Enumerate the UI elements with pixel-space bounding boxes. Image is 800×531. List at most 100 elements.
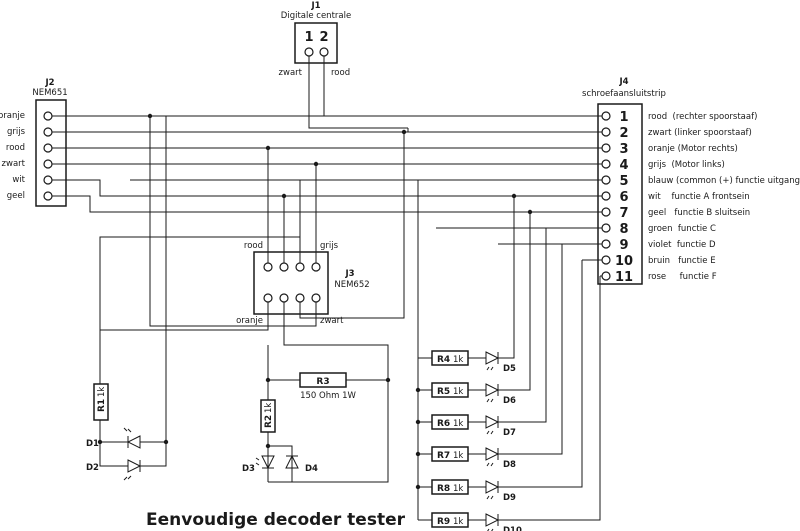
j1-ref: J1 [310,1,320,11]
j4-pin-terminal [601,207,611,217]
j1-pin-2: 2 [319,30,328,45]
d2-light-rays [123,475,132,481]
j4-pin-label: geel functie B sluitsein [648,208,750,218]
led-light-rays [486,430,494,435]
r1-value: 1k [97,387,107,397]
schematic-title: Eenvoudige decoder tester [146,510,406,530]
j2-terminals [43,111,53,201]
j3-pin [311,262,321,272]
led-resistor-value: 1k [453,355,463,365]
j1-name: Digitale centrale [281,11,351,21]
wire-d7 [436,227,547,423]
j2-pin-rood: rood [6,143,25,153]
j4-pin-label: wit functie A frontsein [648,192,750,202]
led-resistor-ref: R9 [437,517,450,527]
j4-name: schroefaansluitstrip [582,89,666,99]
j2-pin-grijs: grijs [7,127,26,137]
j4-pin-label: zwart (linker spoorstaaf) [648,128,752,138]
wire-d1-d2-right [150,441,167,467]
j4-pin-number: 11 [615,270,633,285]
led-light-rays [486,366,494,371]
led-light-rays [486,462,494,467]
j1-connector: J1 Digitale centrale 1 2 zwart rood [279,1,352,78]
d1-light-rays [123,427,132,433]
j4-pin-label: rose functie F [648,272,717,282]
led-resistor-ref: R5 [437,387,450,397]
led-resistor-value: 1k [453,451,463,461]
j1-label-rood: rood [331,68,350,78]
wire-d9 [510,260,583,488]
led-ref: D7 [503,428,516,438]
diode-d2: D2 [86,459,150,481]
j3-pin [311,293,321,303]
j4-pin-terminal [601,255,611,265]
j2-pin-wit: wit [12,175,25,185]
j3-pin [263,262,273,272]
wire-d5 [510,196,515,359]
wire-r3-left [267,345,300,381]
led-resistor-ref: R8 [437,484,450,494]
resistor-r2: R2 1k [260,399,276,433]
j3-name: NEM652 [334,280,369,290]
j4-pin-terminal [601,239,611,249]
j3-pin [263,293,273,303]
led-resistor-value: 1k [453,484,463,494]
j4-pin-number: 5 [619,174,628,189]
j3-connector: rood grijs oranje zwart J3 NEM652 [236,241,370,326]
led-symbol [485,447,500,461]
r3-body [299,372,347,388]
j3-label-zwart: zwart [320,316,344,326]
j3-pin [295,293,305,303]
j4-pin-label: groen functie C [648,224,716,234]
wire-j3-pin [268,302,389,483]
resistor-r3: R3 150 Ohm 1W [299,372,356,401]
j4-pin-number: 3 [619,142,628,157]
led-ref: D6 [503,396,516,406]
j3-label-grijs: grijs [320,241,339,251]
j1-pin-1-terminal [304,47,314,57]
led-resistor-value: 1k [453,387,463,397]
j4-pin-number: 2 [619,126,628,141]
d2-ref: D2 [86,463,99,473]
r3-value: 150 Ohm 1W [300,391,356,401]
d1-ref: D1 [86,439,99,449]
j3-pin [279,293,289,303]
j4-pin-label: grijs (Motor links) [648,160,725,170]
j2-pin-oranje: oranje [0,111,25,121]
wire-d8 [510,244,563,455]
wire-j4-geel [48,195,602,213]
led-resistor-value: 1k [453,517,463,527]
j4-pin-number: 1 [619,110,628,125]
diode-d4: D4 [285,454,318,474]
j4-pin-label: bruin functie E [648,256,716,266]
led-symbol [485,513,500,527]
r2-value: 1k [264,403,274,413]
j4-pin-number: 4 [619,158,628,173]
j3-label-rood: rood [244,241,263,251]
j4-pin-terminal [601,159,611,169]
led-symbol [485,415,500,429]
wire-r2-bottom [267,432,293,482]
diode-d3: D3 [242,455,275,474]
j4-pin-number: 7 [619,206,628,221]
j4-pin-label: rood (rechter spoorstaaf) [648,112,757,122]
j4-pin-terminal [601,127,611,137]
j4-pin-terminal [601,175,611,185]
j2-ref: J2 [44,78,54,88]
led-ref: D9 [503,493,516,503]
j4-pin-terminal [601,191,611,201]
j1-pin-1: 1 [304,30,313,45]
wire-j1-zwart [308,56,408,129]
led-symbol [485,480,500,494]
wire-d6 [510,212,531,391]
wiring [48,56,602,521]
wire-j3-zwart [299,132,405,319]
r2-ref: R2 [264,415,274,428]
led-resistor-value: 1k [453,419,463,429]
led-resistor-ref: R6 [437,419,450,429]
